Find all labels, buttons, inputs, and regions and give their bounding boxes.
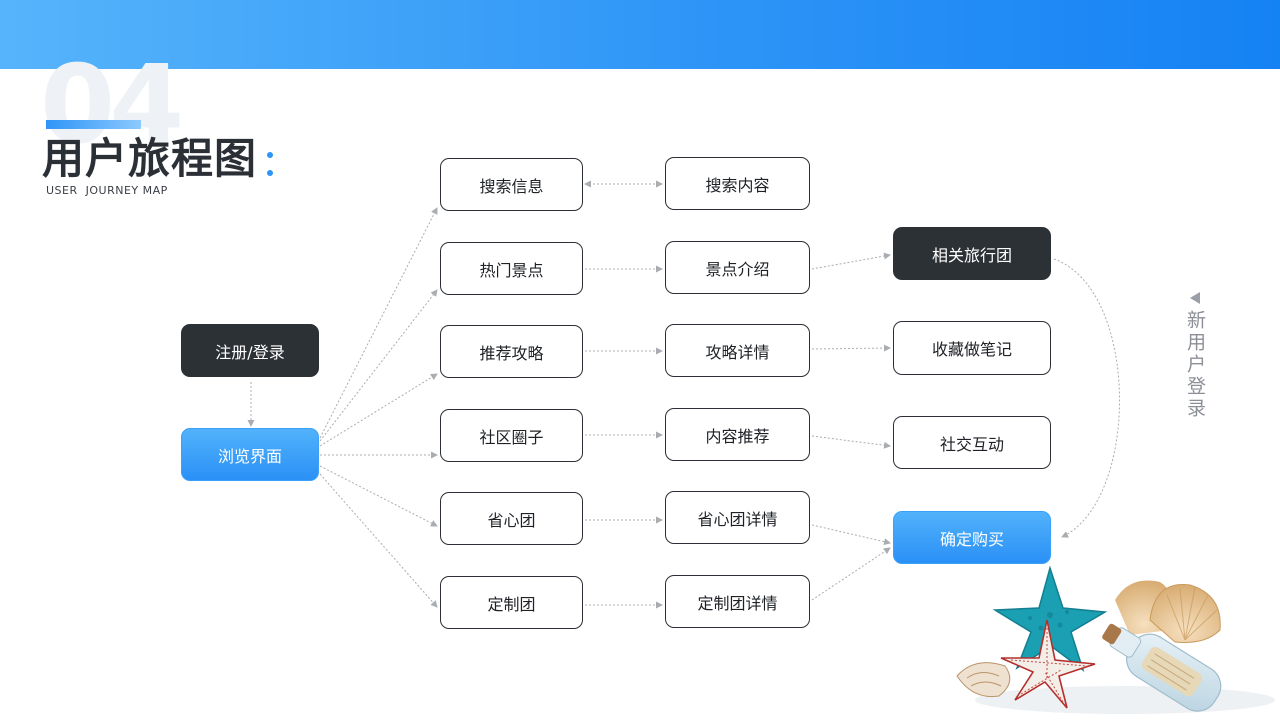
node-related-tour-groups[interactable]: 相关旅行团 <box>893 227 1051 280</box>
node-social-interaction[interactable]: 社交互动 <box>893 416 1051 469</box>
node-browse-interface[interactable]: 浏览界面 <box>181 428 319 481</box>
seashell-decoration <box>956 565 1275 714</box>
node-value-group-detail[interactable]: 省心团详情 <box>665 491 810 544</box>
connector-custom-detail-purchase <box>811 547 891 601</box>
connector-browse-guides <box>319 373 438 447</box>
node-confirm-purchase[interactable]: 确定购买 <box>893 511 1051 564</box>
connector-intro-related <box>811 252 891 270</box>
title-colon-icon <box>262 146 276 180</box>
node-spot-introduction[interactable]: 景点介绍 <box>665 241 810 294</box>
section-number: 04 <box>40 43 184 168</box>
page-title: 用户旅程图 <box>42 134 258 183</box>
node-content-recommendation[interactable]: 内容推荐 <box>665 408 810 461</box>
title-accent-bar <box>46 120 141 129</box>
triangle-left-icon <box>1190 292 1200 304</box>
page-subtitle: USER JOURNEY MAP <box>46 184 168 197</box>
node-guide-detail[interactable]: 攻略详情 <box>665 324 810 377</box>
top-banner <box>0 0 1280 69</box>
node-search-content[interactable]: 搜索内容 <box>665 157 810 210</box>
node-recommended-guides[interactable]: 推荐攻略 <box>440 325 583 378</box>
connector-browse-value-group <box>319 465 438 527</box>
node-hot-spots[interactable]: 热门景点 <box>440 242 583 295</box>
node-custom-group[interactable]: 定制团 <box>440 576 583 629</box>
node-value-group[interactable]: 省心团 <box>440 492 583 545</box>
side-note: 新用户登录 <box>1183 292 1207 420</box>
side-note-text: 新用户登录 <box>1184 310 1206 420</box>
connector-recommend-social <box>811 435 891 449</box>
node-register-login[interactable]: 注册/登录 <box>181 324 319 377</box>
connector-browse-search-info <box>319 207 438 439</box>
node-community-circle[interactable]: 社区圈子 <box>440 409 583 462</box>
node-favorite-notes[interactable]: 收藏做笔记 <box>893 321 1051 375</box>
connector-browse-custom-group <box>319 473 438 608</box>
connector-value-detail-purchase <box>811 524 891 546</box>
node-search-info[interactable]: 搜索信息 <box>440 158 583 211</box>
connector-guide-favorite <box>811 344 891 352</box>
connector-browse-hot-spots <box>319 289 438 442</box>
node-custom-group-detail[interactable]: 定制团详情 <box>665 575 810 628</box>
connector-related-purchase <box>1053 258 1120 538</box>
